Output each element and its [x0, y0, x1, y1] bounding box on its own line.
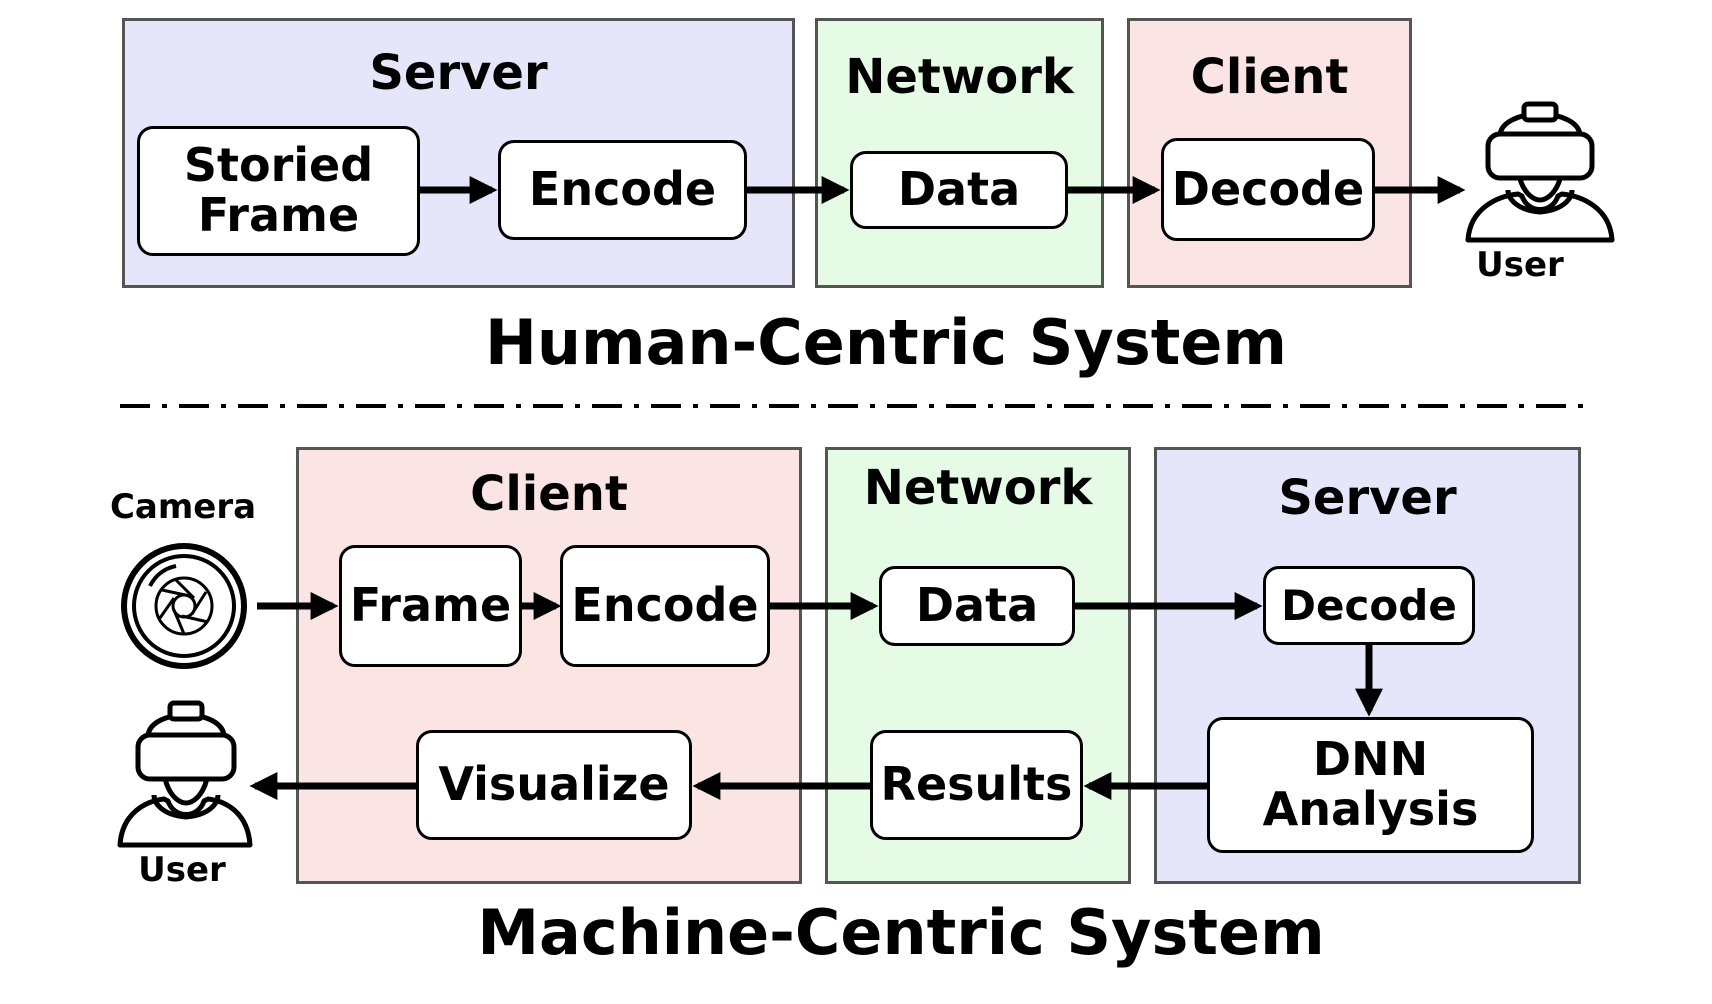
results-box: Results — [870, 730, 1083, 840]
machine-data-box: Data — [879, 566, 1075, 646]
machine-client-title: Client — [470, 466, 628, 522]
human-user-label: User — [1476, 245, 1564, 285]
dnn-analysis-box: DNN Analysis — [1207, 717, 1534, 853]
human-server-title: Server — [369, 45, 548, 101]
stored-frame-box: Storied Frame — [137, 126, 420, 256]
human-data-box: Data — [850, 151, 1068, 229]
stored-frame-line1: Storied — [183, 138, 374, 193]
machine-decode-box: Decode — [1263, 566, 1475, 645]
camera-lens-icon — [121, 543, 247, 669]
frame-box: Frame — [339, 545, 522, 667]
visualize-box: Visualize — [416, 730, 692, 840]
machine-system-title: Machine-Centric System — [477, 896, 1325, 969]
machine-server-title: Server — [1278, 470, 1457, 526]
dnn-line2: Analysis — [1262, 782, 1479, 836]
camera-label: Camera — [109, 487, 257, 527]
machine-user-label: User — [138, 850, 226, 890]
vr-headset-user-icon — [117, 700, 253, 848]
machine-network-title: Network — [863, 460, 1093, 516]
human-network-title: Network — [845, 49, 1074, 105]
human-encode-box: Encode — [498, 140, 747, 240]
machine-encode-box: Encode — [560, 545, 770, 667]
human-decode-box: Decode — [1161, 138, 1375, 241]
vr-headset-user-icon — [1465, 101, 1615, 243]
dnn-line1: DNN — [1312, 732, 1429, 787]
human-client-title: Client — [1190, 49, 1349, 105]
human-system-title: Human-Centric System — [484, 306, 1288, 379]
stored-frame-line2: Frame — [197, 188, 360, 242]
